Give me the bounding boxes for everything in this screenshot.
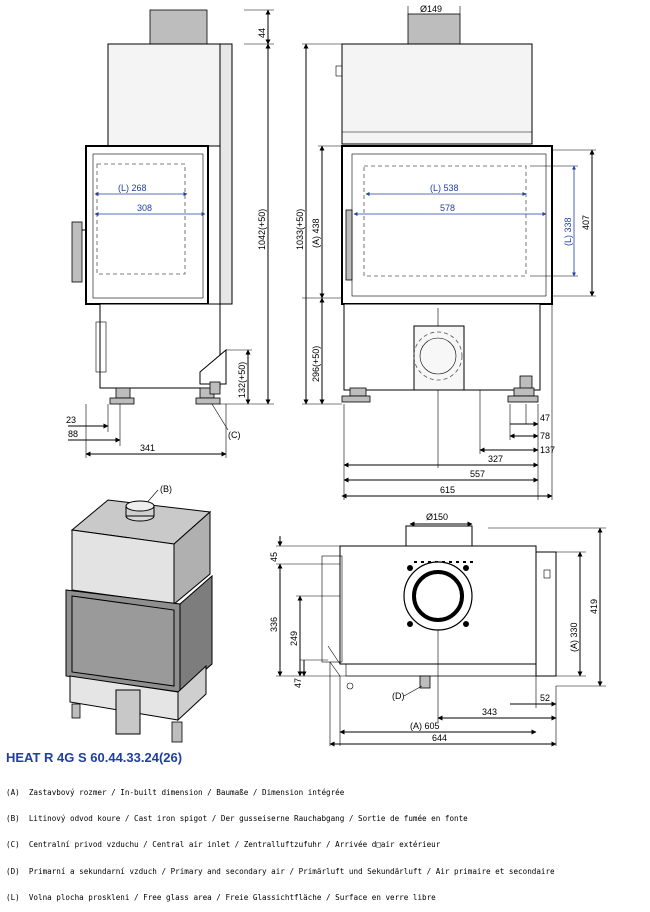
plan-view: Ø150 (D) 45 336 [269, 512, 606, 747]
legend: (A) Zastavbový rozmer / In-built dimensi… [6, 771, 555, 912]
front-615-dim: 615 [440, 485, 455, 495]
side-legs-dim: 132(+50) [237, 362, 247, 398]
side-depth-dim: 341 [140, 443, 155, 453]
plan-a605-dim: (A) 605 [410, 721, 440, 731]
side-flue [149, 9, 208, 45]
front-137-dim: 137 [540, 445, 555, 455]
plan-343-dim: 343 [482, 707, 497, 717]
front-base-height-dim: 296(+50) [311, 346, 321, 382]
front-47-dim: 47 [540, 413, 550, 423]
front-557-dim: 557 [470, 469, 485, 479]
perspective-view: (B) [65, 484, 213, 743]
front-a-height-dim: (A) 438 [311, 218, 321, 248]
technical-drawing: (L) 268 308 44 1042(+50) 132(+50) 23 88 … [65, 4, 606, 747]
front-glass-label: 578 [440, 203, 455, 213]
front-total-height-dim: 1033(+50) [295, 209, 305, 250]
plan-419-dim: 419 [589, 599, 599, 614]
model-title: HEAT R 4G S 60.44.33.24(26) [6, 750, 183, 765]
door-handle [71, 221, 83, 283]
front-flue-dim: Ø149 [420, 4, 442, 14]
plan-249-dim: 249 [289, 631, 299, 646]
legend-row-a: (A) Zastavbový rozmer / In-built dimensi… [6, 787, 345, 797]
front-407-dim: 407 [581, 215, 591, 230]
front-glass-l-label: (L) 538 [430, 183, 459, 193]
side-c-label: (C) [228, 430, 241, 440]
side-view: (L) 268 308 44 1042(+50) 132(+50) 23 88 … [66, 9, 274, 458]
plan-a330-dim: (A) 330 [569, 622, 579, 652]
front-78-dim: 78 [540, 431, 550, 441]
plan-52-dim: 52 [540, 693, 550, 703]
front-l-height-dim: (L) 338 [563, 217, 573, 246]
perspective-b-label: (B) [160, 484, 172, 494]
legend-row-b: (B) Litinový odvod koure / Cast iron spi… [6, 813, 468, 823]
plan-45-dim: 45 [269, 552, 279, 562]
side-height-dim: 1042(+50) [257, 209, 267, 250]
side-glass-label: 308 [137, 203, 152, 213]
plan-d-label: (D) [392, 691, 405, 701]
legend-row-c: (C) Centralní privod vzduchu / Central a… [6, 840, 441, 850]
plan-336-dim: 336 [269, 617, 279, 632]
front-view: Ø149 (L) 538 578 1033(+50) (A) 438 [295, 4, 596, 500]
side-offset-23: 23 [66, 415, 76, 425]
front-flue [407, 13, 461, 47]
legend-row-l: (L) Volna plocha proskleni / Free glass … [6, 893, 436, 903]
plan-644-dim: 644 [432, 733, 447, 743]
side-glass-l-label: (L) 268 [118, 183, 147, 193]
plan-47-dim: 47 [293, 678, 303, 688]
plan-flue-dim: Ø150 [426, 512, 448, 522]
front-327-dim: 327 [488, 454, 503, 464]
side-offset-88: 88 [68, 429, 78, 439]
side-top-dim: 44 [257, 28, 267, 38]
legend-row-d: (D) Primarní a sekundarní vzduch / Prima… [6, 866, 555, 876]
